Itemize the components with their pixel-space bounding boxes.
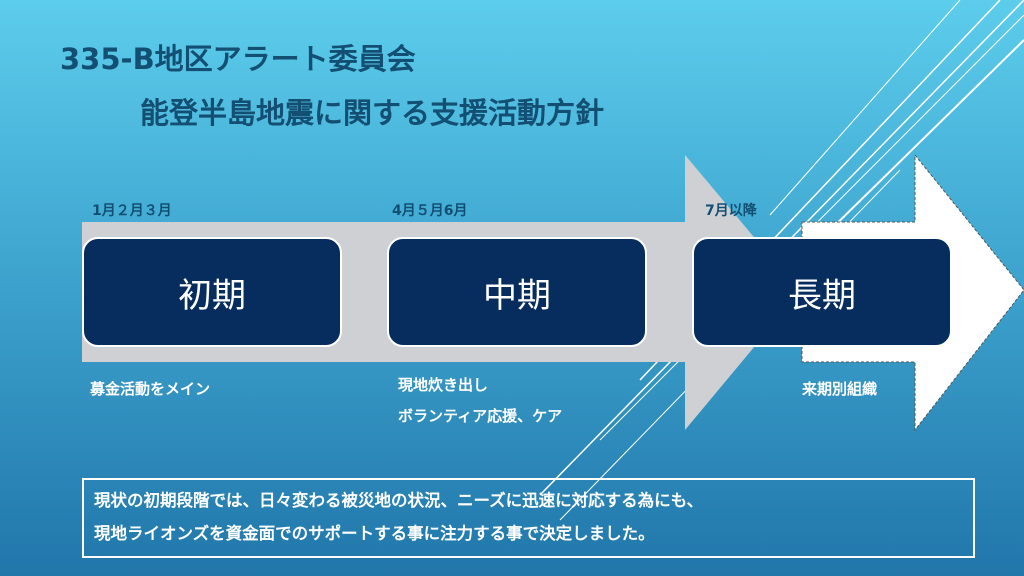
title-line-1: 335-B地区アラート委員会 bbox=[60, 42, 416, 76]
summary-box: 現状の初期段階では、日々変わる被災地の状況、ニーズに迅速に対応する為にも、 現地… bbox=[82, 478, 975, 558]
title-line-2: 能登半島地震に関する支援活動方針 bbox=[140, 96, 605, 130]
summary-line-1: 現状の初期段階では、日々変わる被災地の状況、ニーズに迅速に対応する為にも、 bbox=[94, 491, 704, 510]
phase-box-mid: 中期 bbox=[387, 237, 647, 347]
phase-note-long: 来期別組織 bbox=[802, 380, 878, 398]
phase-note-mid-1: 現地炊き出し bbox=[398, 376, 489, 394]
phase-box-long: 長期 bbox=[692, 237, 952, 347]
phase-box-early: 初期 bbox=[82, 237, 342, 347]
period-label-long: 7月以降 bbox=[705, 203, 757, 219]
phase-note-early: 募金活動をメイン bbox=[90, 380, 211, 398]
phase-note-mid-2: ボランティア応援、ケア bbox=[398, 407, 563, 425]
period-label-mid: 4月５月6月 bbox=[392, 203, 468, 219]
summary-line-2: 現地ライオンズを資金面でのサポートする事に注力する事で決定しました。 bbox=[94, 524, 655, 543]
period-label-early: 1月２月３月 bbox=[92, 203, 172, 219]
